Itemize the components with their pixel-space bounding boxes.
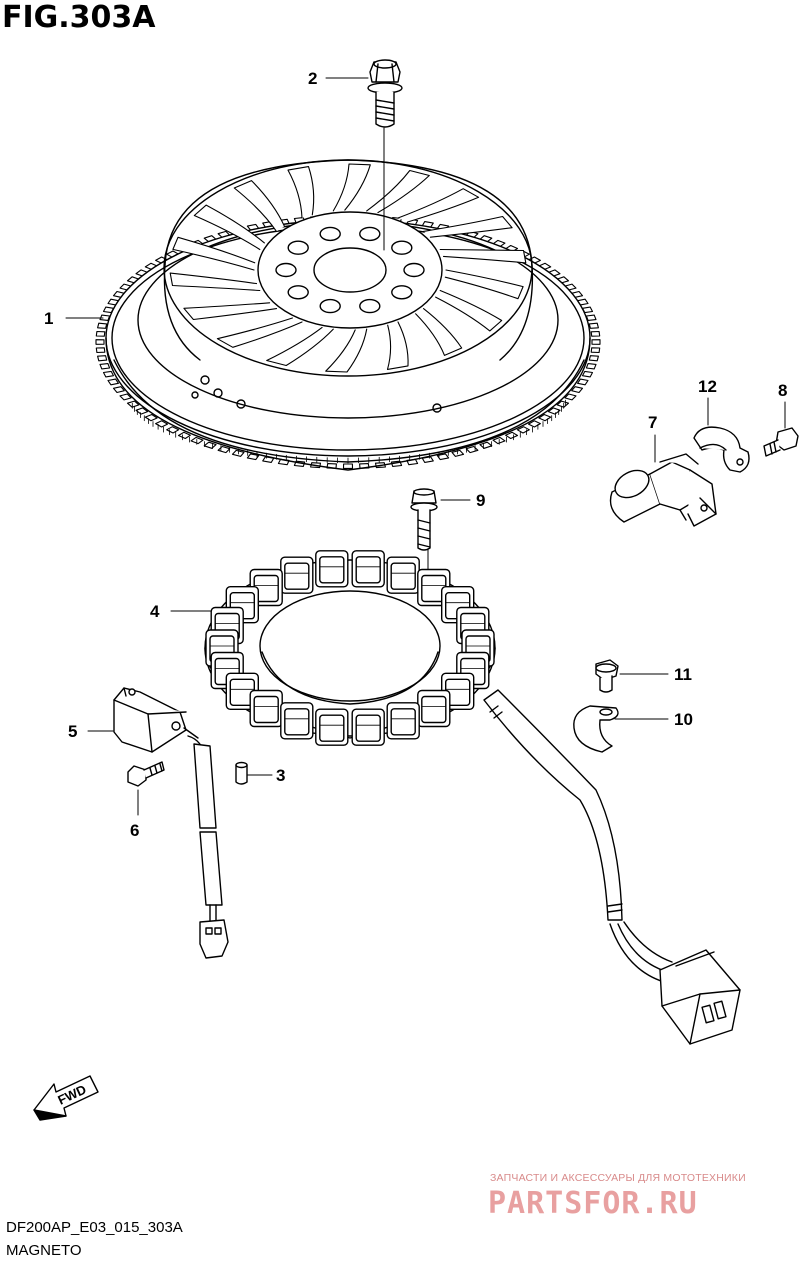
sensor-clamp [693, 426, 750, 473]
harness-clamp [573, 705, 619, 753]
stator-coil-assembly [204, 550, 496, 746]
figure-title: FIG.303A [2, 0, 156, 35]
stator-wire-harness [483, 689, 741, 1045]
callout-9: 9 [476, 491, 486, 510]
callout-7: 7 [648, 413, 658, 432]
watermark-tagline: ЗАПЧАСТИ И АКСЕССУАРЫ ДЛЯ МОТОТЕХНИКИ [490, 1172, 746, 1184]
callout-3: 3 [276, 766, 286, 785]
callout-1: 1 [44, 309, 54, 328]
sensor-screw [127, 761, 165, 787]
callout-8: 8 [778, 381, 788, 400]
callout-10: 10 [674, 710, 693, 729]
callout-5: 5 [68, 722, 78, 741]
pulser-coil-sensor [113, 687, 229, 959]
cooling-fins [169, 163, 527, 373]
fwd-direction-arrow: FWD [33, 1075, 99, 1121]
clamp-bolt [595, 659, 619, 693]
leader-lines [65, 77, 786, 816]
flywheel-bolt [367, 59, 403, 128]
callout-4: 4 [150, 602, 160, 621]
stator-screw [410, 488, 438, 551]
hub-bolt-holes [275, 226, 425, 314]
watermark-logo: PARTSFOR.RU [488, 1186, 698, 1221]
dowel-pin [235, 761, 248, 785]
crank-position-sensor [609, 453, 717, 527]
timing-marks [131, 399, 566, 464]
diagram-name: MAGNETO [6, 1242, 82, 1259]
ring-gear-teeth [95, 215, 601, 469]
callout-12: 12 [698, 377, 717, 396]
stator-coils [205, 550, 495, 746]
callout-6: 6 [130, 821, 140, 840]
sensor-bolt [763, 427, 799, 457]
diagram-code: DF200AP_E03_015_303A [6, 1219, 183, 1236]
callout-11: 11 [674, 665, 692, 684]
flywheel-rotor [95, 159, 601, 471]
callout-2: 2 [308, 69, 318, 88]
